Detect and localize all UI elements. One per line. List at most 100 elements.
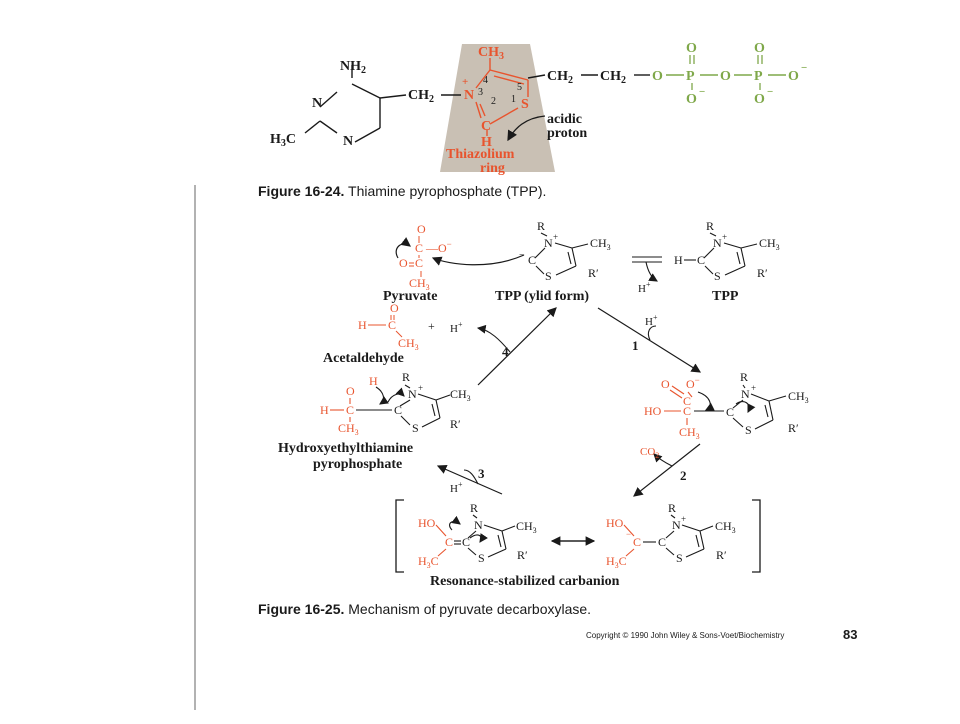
svg-text:C: C — [697, 253, 705, 267]
svg-text:CH3: CH3 — [715, 519, 736, 535]
carbanion-label: Resonance-stabilized carbanion — [430, 574, 620, 589]
svg-text:H+: H+ — [645, 313, 658, 328]
svg-text:C: C — [388, 318, 396, 332]
svg-text:CH3: CH3 — [759, 236, 780, 252]
svg-text:R: R — [740, 370, 748, 384]
svg-text:HO: HO — [606, 516, 624, 530]
svg-text:R′: R′ — [757, 266, 768, 280]
tpp-ylid-label: TPP (ylid form) — [495, 289, 589, 304]
svg-text:S: S — [545, 269, 552, 283]
svg-text:CH3: CH3 — [478, 45, 504, 62]
svg-text:CH3: CH3 — [679, 425, 700, 441]
pyrophosphate-group: O P O P O − O O O − O − — [652, 41, 807, 107]
svg-text:O: O — [661, 377, 670, 391]
svg-text:H: H — [674, 253, 683, 267]
thiazolium-ring: CH3 N + S C H 4 3 2 1 5 Thiazolium ring — [446, 45, 529, 176]
svg-text:+: + — [751, 383, 756, 393]
svg-text:−: − — [801, 62, 807, 74]
svg-text:CH3: CH3 — [398, 336, 419, 352]
figure-24-caption: Figure 16-24. Thiamine pyrophosphate (TP… — [258, 183, 546, 199]
svg-text:C: C — [633, 535, 641, 549]
svg-text:+: + — [428, 319, 435, 333]
svg-text:H3C: H3C — [418, 554, 439, 570]
svg-text:C: C — [445, 535, 453, 549]
svg-text:C: C — [683, 394, 691, 408]
svg-text:C: C — [481, 119, 491, 134]
htpp-structure: O H H C CH3 C R N + CH3 S R′ — [320, 370, 471, 437]
svg-text:O: O — [754, 41, 765, 56]
svg-text:N: N — [474, 518, 483, 532]
acetaldehyde-label: Acetaldehyde — [323, 351, 404, 366]
svg-text:C: C — [658, 535, 666, 549]
svg-text:O: O — [686, 92, 697, 107]
pyruvate-label: Pyruvate — [383, 289, 437, 304]
pyrimidine-n-bottom: N — [343, 134, 353, 149]
nh2-group: NH2 — [340, 59, 366, 76]
svg-text:+: + — [722, 232, 727, 242]
svg-text:R: R — [470, 501, 478, 515]
svg-text:HO: HO — [418, 516, 436, 530]
tpp-structure: NH2 N N H3C CH2 CH3 N + S C H — [270, 41, 807, 176]
acidic-proton-label: acidic — [547, 112, 582, 127]
svg-text:R′: R′ — [450, 417, 461, 431]
resonance-brackets — [395, 499, 761, 573]
svg-text:+: + — [462, 76, 468, 88]
svg-text:proton: proton — [547, 126, 587, 141]
step-4-arrow — [477, 307, 557, 386]
svg-text:H: H — [481, 135, 492, 150]
svg-text:3: 3 — [478, 87, 483, 98]
svg-text:CO2: CO2 — [640, 446, 659, 460]
svg-text:R′: R′ — [788, 421, 799, 435]
svg-text:−: − — [767, 86, 773, 98]
svg-text:N: N — [713, 236, 722, 250]
svg-text:C: C — [683, 404, 691, 418]
svg-text:CH3: CH3 — [788, 389, 809, 405]
svg-text:S: S — [478, 551, 485, 565]
svg-text:O: O — [652, 69, 663, 84]
svg-text:O: O — [390, 301, 399, 315]
svg-text:CH2: CH2 — [600, 69, 626, 86]
svg-text:H+: H+ — [638, 280, 651, 295]
svg-text:C: C — [462, 535, 470, 549]
svg-text:N: N — [544, 236, 553, 250]
acetaldehyde-structure: O H C CH3 — [358, 301, 419, 352]
tpp-label: TPP — [712, 289, 739, 304]
carbanion-right: HO C − H3C C R N + CH3 S R′ — [606, 501, 736, 570]
svg-text:O: O — [788, 69, 799, 84]
svg-text:+: + — [418, 383, 423, 393]
svg-text:CH3: CH3 — [338, 421, 359, 437]
svg-text:R′: R′ — [588, 266, 599, 280]
svg-text:O: O — [720, 69, 731, 84]
svg-text:N: N — [672, 518, 681, 532]
thiazolium-ring-highlight — [440, 44, 555, 172]
svg-text:C: C — [415, 241, 423, 255]
svg-text:R: R — [402, 370, 410, 384]
svg-text:R′: R′ — [716, 548, 727, 562]
svg-text:S: S — [714, 269, 721, 283]
svg-text:S: S — [676, 551, 683, 565]
svg-text:+: + — [553, 232, 558, 242]
equilibrium-arrow — [632, 256, 662, 282]
side-chain: CH2 — [547, 69, 573, 86]
svg-text:P: P — [686, 69, 695, 84]
svg-text:C: C — [394, 403, 402, 417]
svg-text:5: 5 — [517, 82, 522, 93]
svg-text:C: C — [726, 405, 734, 419]
svg-text:N: N — [741, 387, 750, 401]
page-number: 83 — [843, 627, 857, 642]
svg-text:S: S — [412, 421, 419, 435]
svg-text:3: 3 — [478, 466, 485, 481]
svg-text:R′: R′ — [517, 548, 528, 562]
svg-text:N: N — [464, 88, 474, 103]
svg-text:−: − — [626, 529, 631, 539]
pyrimidine-n-top: N — [312, 96, 322, 111]
thiazolium-ring-label: Thiazolium — [446, 147, 515, 162]
acidic-proton-arrow — [507, 115, 546, 142]
h3c-group: H3C — [270, 132, 296, 149]
adduct-structure: O O− C HO C CH3 C R N + CH3 S R′ — [644, 370, 809, 441]
figure-25-caption: Figure 16-25. Mechanism of pyruvate deca… — [258, 601, 591, 617]
svg-text:C: C — [528, 253, 536, 267]
step-2-arrow — [633, 443, 701, 497]
svg-text:4: 4 — [502, 344, 509, 359]
